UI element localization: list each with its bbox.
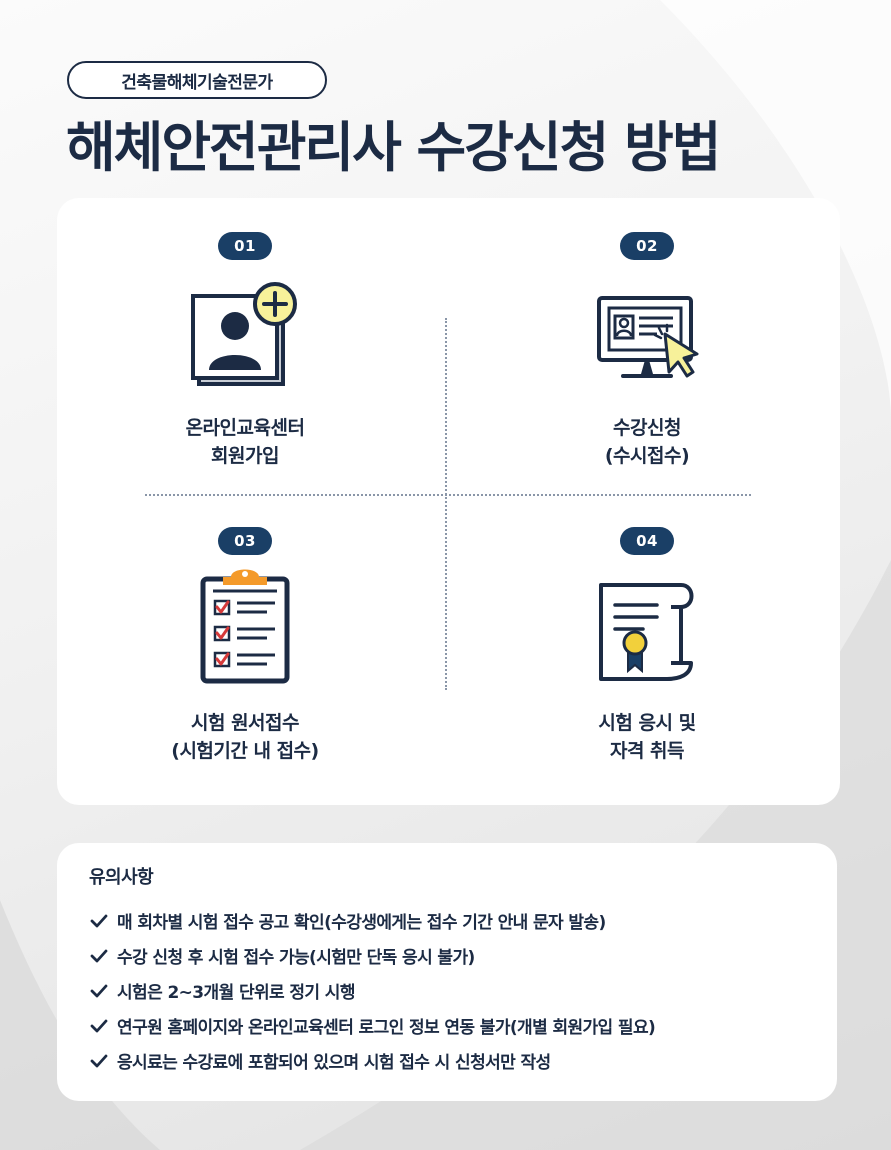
page-title: 해체안전관리사 수강신청 방법 [66,116,721,179]
note-text: 응시료는 수강료에 포함되어 있으며 시험 접수 시 신청서만 작성 [117,1053,551,1073]
step-2: 02 수강신청 (수시접수) [497,232,797,470]
clipboard-checklist-icon [200,569,290,684]
check-icon [90,984,108,997]
list-item: 매 회차별 시험 접수 공고 확인(수강생에게는 접수 기간 안내 문자 발송) [89,903,655,938]
list-item: 수강 신청 후 시험 접수 가능(시험만 단독 응시 불가) [89,938,655,973]
check-icon [90,1054,108,1067]
step-label-line1: 시험 응시 및 [598,712,696,734]
step-4: 04 시험 응시 및 자격 취득 [497,527,797,765]
certificate-scroll-icon [599,583,694,681]
step-label-line2: 자격 취득 [609,740,685,762]
step-label-line2: (수시접수) [604,445,690,467]
step-number: 03 [218,527,272,555]
check-icon [90,1019,108,1032]
note-text: 매 회차별 시험 접수 공고 확인(수강생에게는 접수 기간 안내 문자 발송) [117,913,606,933]
step-label-line1: 온라인교육센터 [185,417,305,439]
list-item: 연구원 홈페이지와 온라인교육센터 로그인 정보 연동 불가(개별 회원가입 필… [89,1008,656,1043]
note-text: 시험은 2~3개월 단위로 정기 시행 [117,983,355,1003]
step-1: 01 온라인교육센터 회원가입 [95,232,395,470]
note-text: 연구원 홈페이지와 온라인교육센터 로그인 정보 연동 불가(개별 회원가입 필… [117,1018,656,1038]
list-item: 시험은 2~3개월 단위로 정기 시행 [89,973,655,1008]
step-number: 02 [620,232,674,260]
step-label-line1: 시험 원서접수 [191,712,300,734]
monitor-id-card-icon [597,296,699,378]
steps-card: 01 온라인교육센터 회원가입 02 수강 [57,198,840,805]
step-label-line1: 수강신청 [613,417,681,439]
user-add-icon [191,282,297,386]
list-item: 응시료는 수강료에 포함되어 있으며 시험 접수 시 신청서만 작성 [89,1043,655,1078]
step-label-line2: 회원가입 [211,445,279,467]
check-icon [90,914,108,927]
step-number: 04 [620,527,674,555]
step-number: 01 [218,232,272,260]
category-tag: 건축물해체기술전문가 [67,61,327,99]
notes-card: 유의사항 매 회차별 시험 접수 공고 확인(수강생에게는 접수 기간 안내 문… [57,843,837,1101]
horizontal-divider [145,494,751,496]
check-icon [90,949,108,962]
notes-title: 유의사항 [89,867,154,888]
notes-list: 매 회차별 시험 접수 공고 확인(수강생에게는 접수 기간 안내 문자 발송)… [89,903,656,1078]
step-3: 03 시험 원서접수 (시험기간 내 접수) [95,527,395,765]
vertical-divider [445,318,447,690]
note-text: 수강 신청 후 시험 접수 가능(시험만 단독 응시 불가) [117,948,475,968]
step-label-line2: (시험기간 내 접수) [171,740,319,762]
